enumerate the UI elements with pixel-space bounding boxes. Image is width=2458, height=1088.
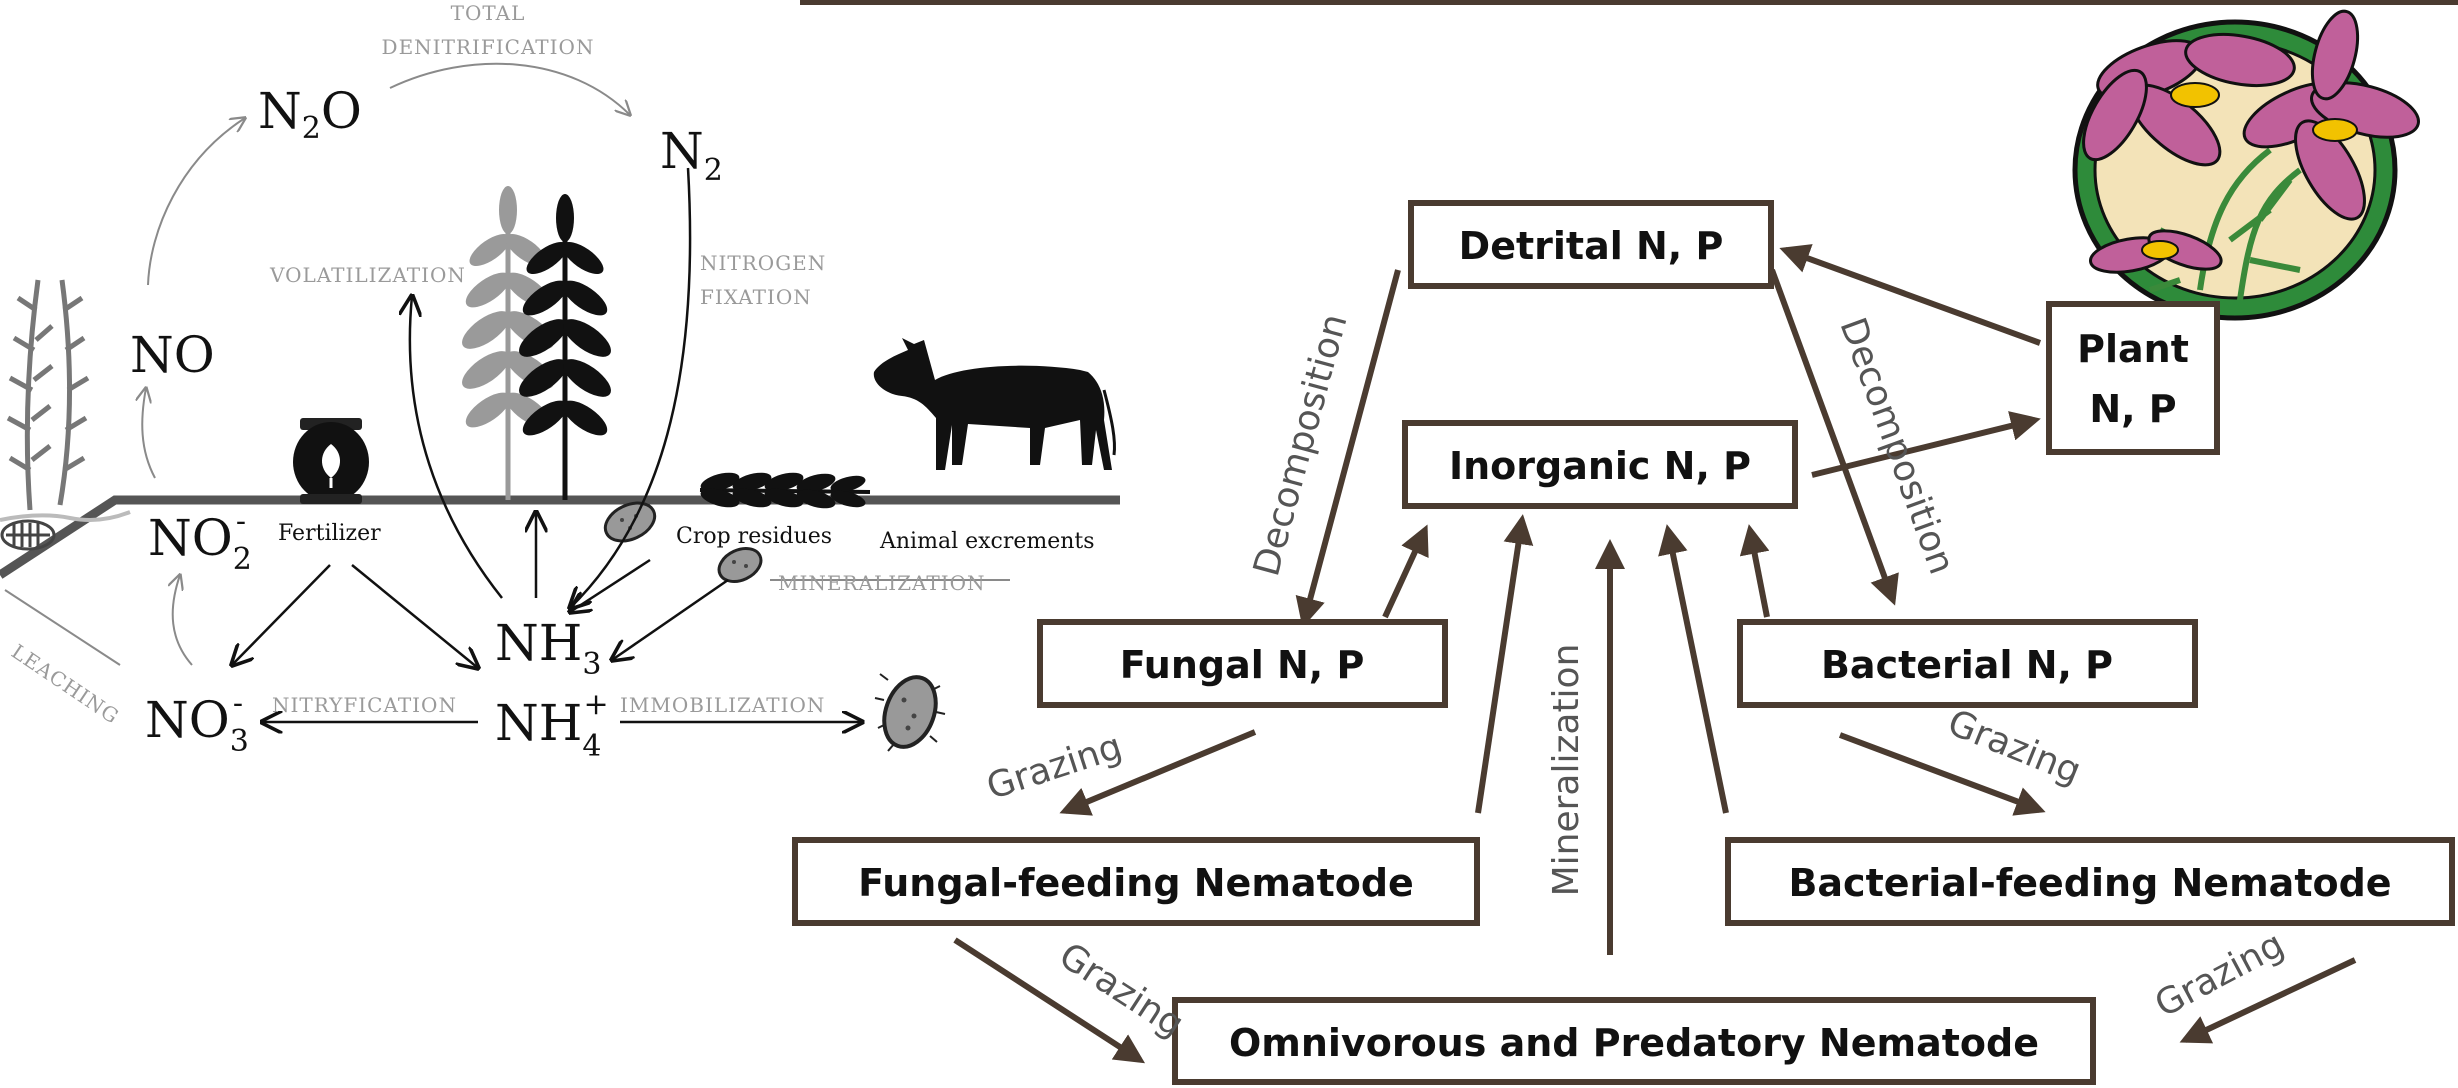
arrow-bacterial-nematode-to-inorganic — [1668, 530, 1726, 813]
crop-residues-icon — [699, 469, 870, 512]
box-bacterial-label: Bacterial N, P — [1821, 643, 2113, 687]
total-denitrification-label: DENITRIFICATION — [382, 35, 595, 59]
seaweed-icon — [8, 280, 88, 510]
animal-excrements-label: Animal excrements — [879, 529, 1095, 554]
box-fungal-nematode-label: Fungal-feeding Nematode — [858, 861, 1414, 905]
no2-label: NO2- — [148, 504, 252, 577]
arrow-fungal-to-inorganic — [1385, 530, 1425, 617]
no-label: NO — [130, 326, 215, 384]
box-plant-label: Plant — [2077, 327, 2189, 371]
n2o-label: N2O — [258, 82, 362, 146]
box-plant-label: N, P — [2089, 387, 2176, 431]
box-fungal-label: Fungal N, P — [1120, 643, 1365, 687]
box-inorganic: Inorganic N, P — [1405, 423, 1795, 506]
mineralization-process-label: MINERALIZATION — [778, 571, 986, 595]
water-wave — [0, 512, 130, 520]
box-plant: Plant N, P — [2049, 304, 2217, 452]
volatilization-label: VOLATILIZATION — [269, 263, 466, 287]
nitryfication-label: NITRYFICATION — [272, 693, 457, 717]
nitrogen-fixation-label: NITROGEN — [700, 251, 826, 275]
bacterium-icon — [875, 670, 945, 754]
arrow-fungal-nematode-to-inorganic — [1478, 520, 1522, 813]
box-inorganic-label: Inorganic N, P — [1449, 444, 1751, 488]
decomposition-left-label: Decomposition — [1246, 310, 1355, 581]
box-bacterial-nematode-label: Bacterial-feeding Nematode — [1788, 861, 2391, 905]
box-bacterial: Bacterial N, P — [1740, 622, 2195, 705]
cow-icon — [874, 338, 1115, 470]
box-fungal-nematode: Fungal-feeding Nematode — [795, 840, 1477, 923]
leaching-label: LEACHING — [7, 639, 124, 728]
box-fungal: Fungal N, P — [1040, 622, 1445, 705]
arrow-plant-to-detrital — [1785, 250, 2040, 343]
nitrogen-fixation-label: FIXATION — [700, 285, 812, 309]
total-denitrification-label: TOTAL — [451, 1, 526, 25]
n2-label: N2 — [660, 122, 723, 188]
box-omnivorous-nematode: Omnivorous and Predatory Nematode — [1175, 1000, 2093, 1082]
crop-residues-label: Crop residues — [676, 524, 832, 549]
mineralization-label: Mineralization — [1546, 644, 1587, 897]
nh3-label: NH3 — [495, 614, 601, 682]
nitrogen-cycle-panel: N2O N2 NO NO2- NO3- NH3 NH4+ TOTAL DENIT… — [0, 1, 1120, 764]
fertilizer-label: Fertilizer — [278, 521, 381, 546]
nh4-label: NH4+ — [495, 687, 609, 764]
grazing-bacterial-nematode-label: Grazing — [2148, 924, 2290, 1026]
fertilizer-jar-icon — [293, 418, 369, 504]
decomposition-right-label: Decomposition — [1831, 312, 1962, 579]
grazing-fungal-nematode-label: Grazing — [1052, 935, 1191, 1045]
arrow-bacterial-to-inorganic — [1750, 530, 1767, 617]
box-bacterial-nematode: Bacterial-feeding Nematode — [1728, 840, 2452, 923]
box-detrital-label: Detrital N, P — [1459, 224, 1724, 268]
box-omnivorous-nematode-label: Omnivorous and Predatory Nematode — [1229, 1021, 2039, 1065]
flower-icon — [2071, 6, 2424, 318]
box-detrital: Detrital N, P — [1411, 203, 1771, 286]
immobilization-label: IMMOBILIZATION — [620, 693, 825, 717]
no3-label: NO3- — [145, 686, 249, 759]
fish-skeleton-icon — [2, 521, 54, 549]
